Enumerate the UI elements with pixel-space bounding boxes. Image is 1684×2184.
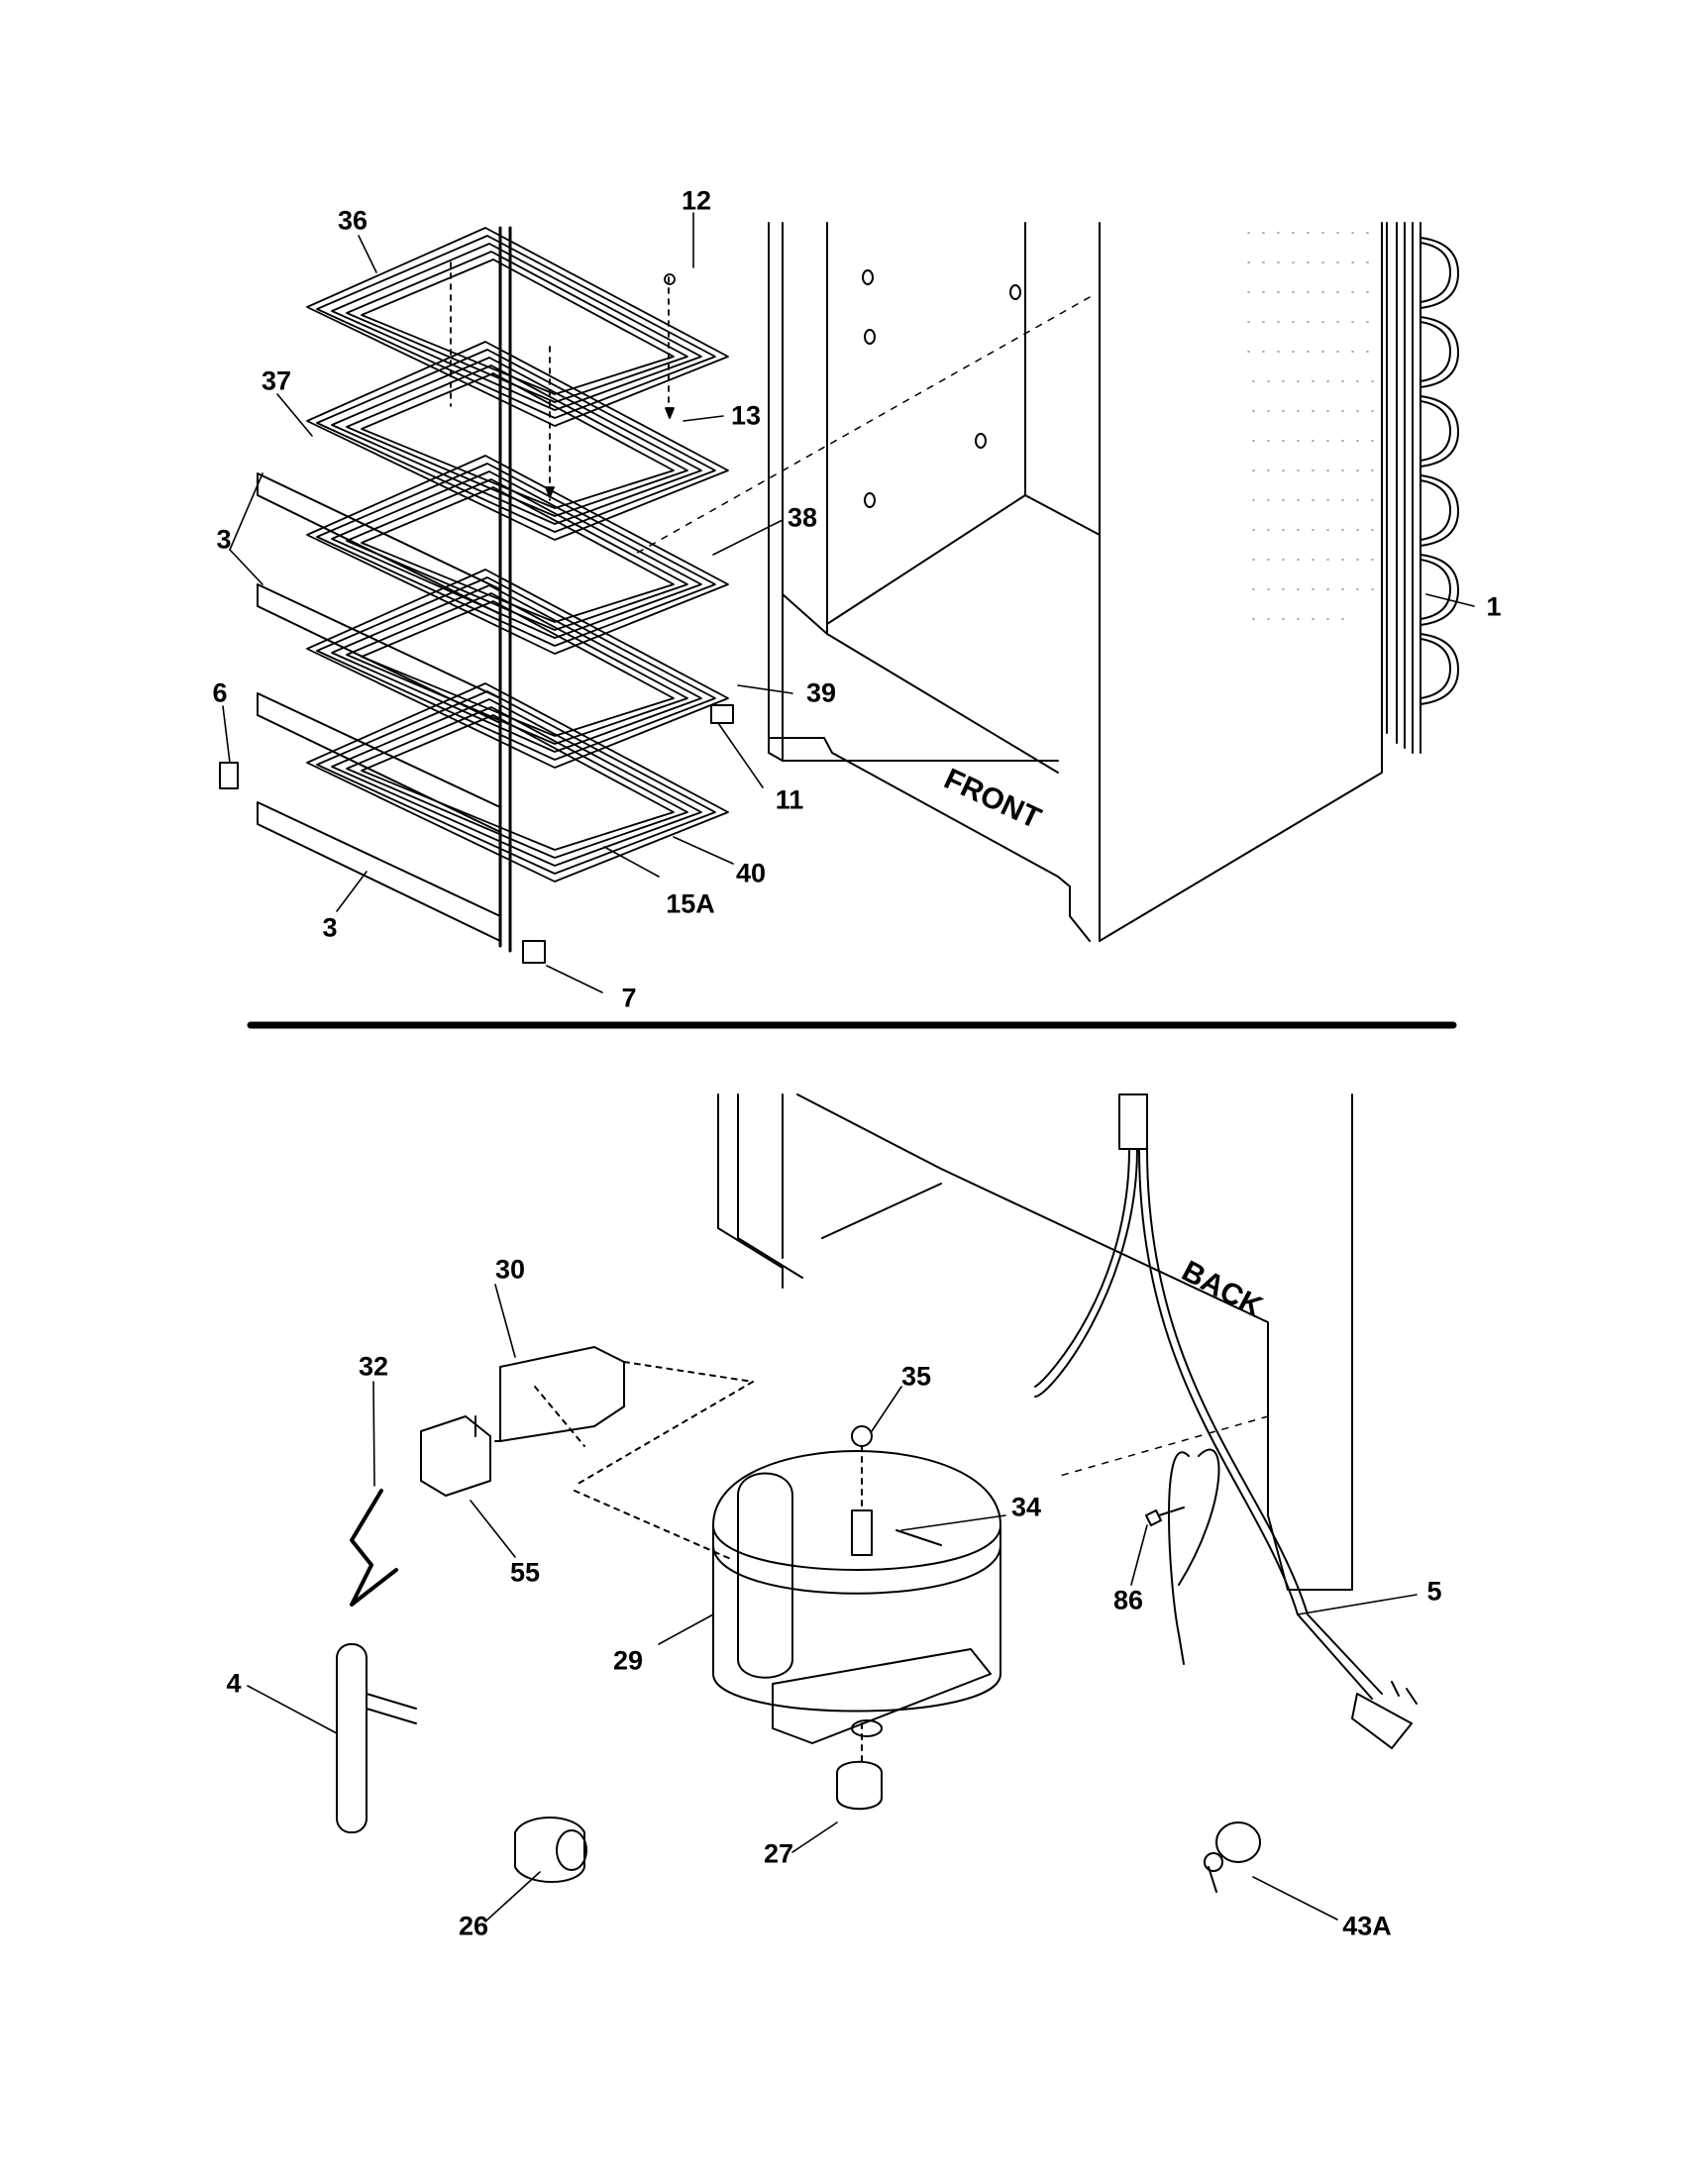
evaporator-shelf-coils bbox=[306, 228, 729, 951]
callout-34: 34 bbox=[1010, 1492, 1042, 1522]
callout-37: 37 bbox=[261, 365, 292, 396]
callout-86: 86 bbox=[1112, 1585, 1144, 1615]
compressor bbox=[713, 1426, 1000, 1809]
stipple-shading bbox=[1248, 233, 1377, 619]
callout-36: 36 bbox=[337, 205, 368, 236]
callout-11: 11 bbox=[775, 784, 804, 815]
callout-39: 39 bbox=[805, 677, 837, 708]
callout-7: 7 bbox=[621, 983, 637, 1013]
filter-drier bbox=[337, 1644, 416, 1832]
callout-43a: 43A bbox=[1342, 1911, 1392, 1941]
ground-screw bbox=[1146, 1508, 1184, 1525]
relay-assembly bbox=[421, 1347, 753, 1560]
callout-30: 30 bbox=[494, 1254, 526, 1285]
freezer-cabinet bbox=[634, 223, 1458, 941]
wiring-harness bbox=[1035, 1094, 1417, 1748]
callout-5: 5 bbox=[1426, 1576, 1442, 1607]
callout-40: 40 bbox=[735, 858, 767, 888]
callout-3-lower: 3 bbox=[322, 912, 338, 943]
callout-3-upper: 3 bbox=[216, 524, 232, 555]
callout-1: 1 bbox=[1486, 591, 1502, 622]
callout-12: 12 bbox=[681, 185, 712, 216]
tubing-clamp bbox=[1205, 1822, 1260, 1892]
callout-15a: 15A bbox=[666, 888, 715, 919]
cabinet-rear bbox=[718, 1094, 1352, 1590]
wire-clip bbox=[352, 1491, 396, 1605]
condenser-coil bbox=[1387, 223, 1458, 753]
callout-26: 26 bbox=[458, 1911, 489, 1941]
clips bbox=[220, 705, 733, 963]
callout-27: 27 bbox=[763, 1838, 794, 1869]
shelf-coil-1 bbox=[307, 228, 728, 426]
callout-4: 4 bbox=[226, 1668, 242, 1699]
shelf-rails bbox=[258, 473, 500, 941]
callout-55: 55 bbox=[509, 1557, 541, 1588]
callout-6: 6 bbox=[212, 677, 228, 708]
callout-38: 38 bbox=[787, 502, 818, 533]
callout-32: 32 bbox=[358, 1351, 389, 1382]
grommet bbox=[515, 1818, 586, 1882]
callout-35: 35 bbox=[900, 1361, 932, 1392]
callout-13: 13 bbox=[730, 400, 762, 431]
callout-29: 29 bbox=[612, 1645, 644, 1676]
leader-lines bbox=[223, 213, 1474, 1922]
